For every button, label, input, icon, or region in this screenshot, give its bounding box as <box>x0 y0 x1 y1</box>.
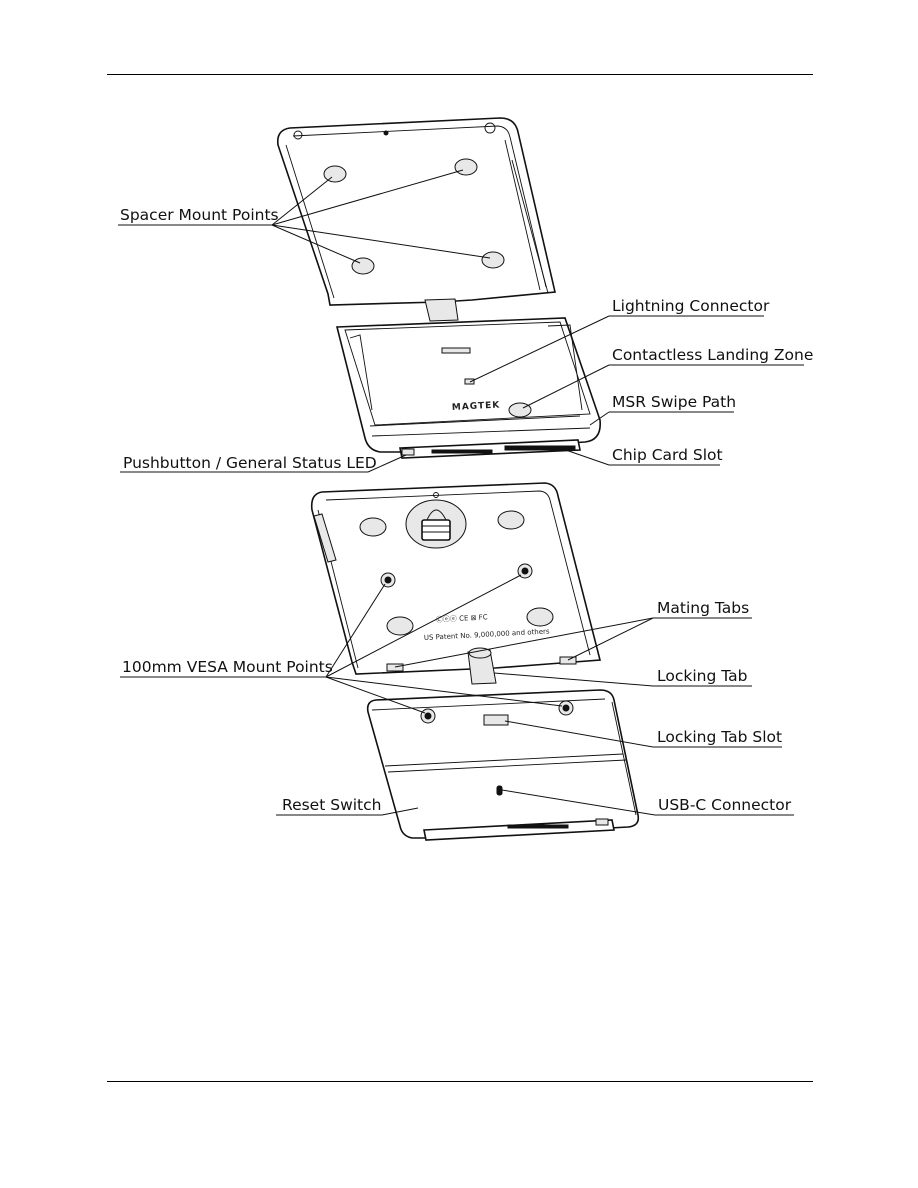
label-locking-tab: Locking Tab <box>657 667 747 685</box>
footer-rule <box>107 1081 813 1082</box>
label-vesa-mount-points: 100mm VESA Mount Points <box>122 658 333 676</box>
callout-labels: Spacer Mount Points Lightning Connector … <box>120 206 813 814</box>
base-module <box>366 689 640 841</box>
label-contactless-landing-zone: Contactless Landing Zone <box>612 346 813 364</box>
leader-lines <box>118 169 804 816</box>
label-usb-c-connector: USB-C Connector <box>658 796 792 814</box>
spacer-mount-point <box>454 158 478 176</box>
spacer-mount-point <box>351 257 375 275</box>
label-chip-card-slot: Chip Card Slot <box>612 446 723 464</box>
status-led <box>401 448 415 456</box>
svg-text:Ⓒⓔⓔ CE ⊠ FC: Ⓒⓔⓔ CE ⊠ FC <box>436 613 488 624</box>
label-reset-switch: Reset Switch <box>282 796 381 814</box>
label-pushbutton-led: Pushbutton / General Status LED <box>123 454 377 472</box>
header-rule <box>107 74 813 75</box>
label-locking-tab-slot: Locking Tab Slot <box>657 728 782 746</box>
brand-mark: MAGTEK <box>452 400 501 413</box>
lightning-connector <box>464 378 475 385</box>
label-msr-swipe-path: MSR Swipe Path <box>612 393 736 411</box>
mounting-plate: Ⓒⓔⓔ CE ⊠ FC US Patent No. 9,000,000 and … <box>310 482 602 685</box>
label-lightning-connector: Lightning Connector <box>612 297 770 315</box>
mating-tab <box>559 656 577 665</box>
chip-card-slot <box>504 445 576 451</box>
label-mating-tabs: Mating Tabs <box>657 599 749 617</box>
spacer-mount-point <box>481 251 505 269</box>
back-cover-plate <box>276 117 556 322</box>
label-spacer-mount-points: Spacer Mount Points <box>120 206 279 224</box>
reset-switch <box>595 818 609 826</box>
locking-tab-slot <box>483 714 509 726</box>
usb-c-connector <box>496 785 503 796</box>
spacer-mount-point <box>323 165 347 183</box>
mating-tab <box>386 663 404 672</box>
